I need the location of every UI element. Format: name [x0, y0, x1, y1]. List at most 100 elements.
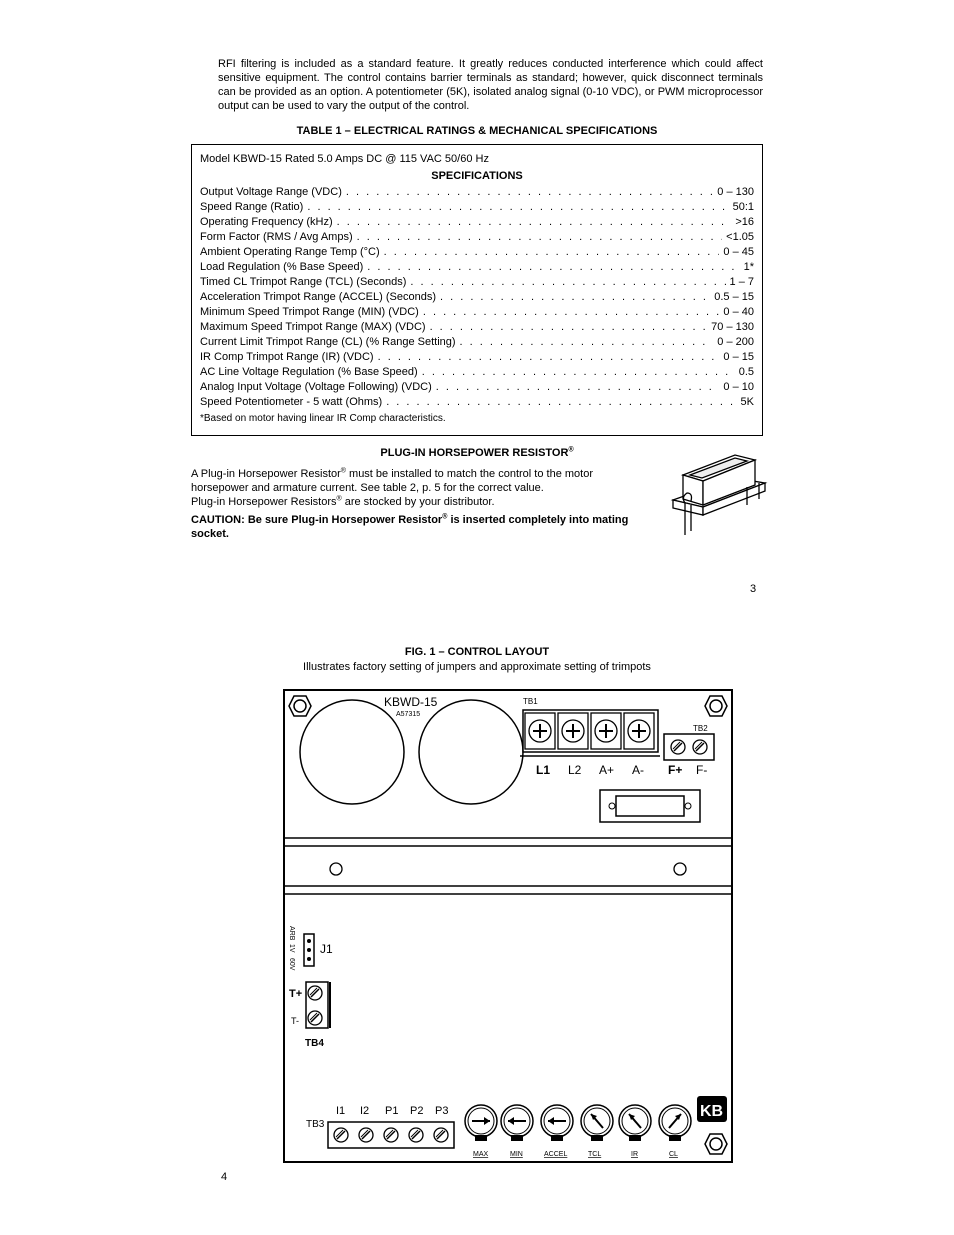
intro-paragraph: RFI filtering is included as a standard … [218, 58, 763, 112]
jumper-j1[interactable] [303, 933, 315, 967]
tb4-terminal-label: T- [291, 1016, 299, 1026]
leader-dots [384, 245, 720, 260]
spec-label: Maximum Speed Trimpot Range (MAX) (VDC) [200, 321, 426, 333]
spec-label: AC Line Voltage Regulation (% Base Speed… [200, 366, 418, 378]
leader-dots [436, 380, 720, 395]
tb1-label: TB1 [523, 697, 538, 706]
spec-row: AC Line Voltage Regulation (% Base Speed… [200, 365, 754, 380]
spec-row: Timed CL Trimpot Range (TCL) (Seconds)1 … [200, 275, 754, 290]
trimpot-label: TCL [588, 1151, 601, 1158]
specifications-box: Model KBWD-15 Rated 5.0 Amps DC @ 115 VA… [191, 144, 763, 436]
spec-row: Analog Input Voltage (Voltage Following)… [200, 380, 754, 395]
phr-body: A Plug-in Horsepower Resistor® must be i… [191, 467, 593, 508]
spec-row: Acceleration Trimpot Range (ACCEL) (Seco… [200, 290, 754, 305]
tb2-label: TB2 [693, 724, 708, 733]
trimpot-label: CL [669, 1151, 678, 1158]
trimpot-cl[interactable] [658, 1104, 692, 1142]
spec-row: Output Voltage Range (VDC) 0 – 130 [200, 185, 754, 200]
leader-dots [367, 260, 739, 275]
capacitor-right [418, 699, 524, 805]
capacitor-left [299, 699, 405, 805]
phr-title: PLUG-IN HORSEPOWER RESISTOR® [380, 446, 574, 459]
trimpot-max[interactable] [464, 1104, 498, 1142]
tb3-label: TB3 [306, 1119, 325, 1130]
tb3-terminal-label: P2 [410, 1105, 423, 1117]
trimpot-tcl[interactable] [580, 1104, 614, 1142]
spec-label: Speed Range (Ratio) [200, 201, 304, 213]
tb4-terminal-label: T+ [289, 988, 302, 1000]
spec-value: <1.05 [726, 231, 754, 243]
spec-value: 0 – 15 [723, 351, 754, 363]
heatsink-hole-left [329, 862, 343, 876]
spec-label: Ambient Operating Range Temp (°C) [200, 246, 380, 258]
spec-value: 0.5 [738, 366, 754, 378]
control-layout-diagram: KBWD-15 A57315 TB1 L1 L2 A+ A- TB2 F+ F-… [283, 689, 733, 1163]
spec-value: 5K [740, 396, 754, 408]
trimpot-label: IR [631, 1151, 638, 1158]
horsepower-resistor-illustration [670, 454, 768, 535]
tb4-label: TB4 [305, 1038, 324, 1049]
figure-subtitle: Illustrates factory setting of jumpers a… [303, 661, 651, 673]
page-number: 3 [750, 583, 757, 595]
mounting-hole-bottom-right [704, 1133, 728, 1155]
spec-row: Current Limit Trimpot Range (CL) (% Rang… [200, 335, 754, 350]
leader-dots [337, 215, 732, 230]
trimpot-min[interactable] [500, 1104, 534, 1142]
specifications-heading: SPECIFICATIONS [431, 170, 523, 182]
spec-value: 0 – 200 [717, 336, 754, 348]
board-model: KBWD-15 [384, 695, 438, 709]
spec-row: Speed Range (Ratio)50:1 [200, 200, 754, 215]
spec-label: Analog Input Voltage (Voltage Following)… [200, 381, 432, 393]
leader-dots [460, 335, 714, 350]
heatsink-hole-right [673, 862, 687, 876]
spec-row: Operating Frequency (kHz)>16 [200, 215, 754, 230]
spec-row: Form Factor (RMS / Avg Amps) <1.05 [200, 230, 754, 245]
spec-row: Ambient Operating Range Temp (°C) 0 – 45 [200, 245, 754, 260]
leader-dots [307, 200, 728, 215]
spec-value: 0.5 – 15 [714, 291, 754, 303]
trimpot-label: ACCEL [544, 1151, 567, 1158]
tb3-terminal-label: I2 [360, 1105, 369, 1117]
figure-title: FIG. 1 – CONTROL LAYOUT [404, 646, 550, 658]
spec-value: 0 – 10 [723, 381, 754, 393]
spec-label: Form Factor (RMS / Avg Amps) [200, 231, 353, 243]
leader-dots [423, 305, 720, 320]
tb3-terminal-label: P1 [385, 1105, 398, 1117]
j1-pin-label: 1V [288, 944, 295, 953]
spec-value: 1 – 7 [729, 276, 754, 288]
board-part-number: A57315 [396, 711, 420, 718]
model-rating: Model KBWD-15 Rated 5.0 Amps DC @ 115 VA… [200, 153, 489, 165]
tb1-terminal-label: L1 [536, 763, 550, 777]
spec-label: Output Voltage Range (VDC) [200, 186, 342, 198]
page-number: 4 [221, 1171, 228, 1183]
tb2-terminal-label: F+ [668, 763, 682, 777]
trimpot-label: MIN [510, 1151, 523, 1158]
leader-dots [386, 395, 736, 410]
trimpot-label: MAX [473, 1151, 489, 1158]
spec-footnote: *Based on motor having linear IR Comp ch… [200, 413, 446, 424]
leader-dots [422, 365, 735, 380]
phr-caution: CAUTION: Be sure Plug-in Horsepower Resi… [191, 513, 629, 540]
spec-value: 0 – 45 [723, 246, 754, 258]
spec-row: Maximum Speed Trimpot Range (MAX) (VDC) 7… [200, 320, 754, 335]
tb1-terminal-label: L2 [568, 763, 582, 777]
j1-pin-label: 60V [288, 958, 295, 971]
trimpot-accel[interactable] [540, 1104, 574, 1142]
horsepower-resistor-socket [599, 789, 701, 823]
spec-label: Minimum Speed Trimpot Range (MIN) (VDC) [200, 306, 419, 318]
table1-title: TABLE 1 – ELECTRICAL RATINGS & MECHANICA… [296, 125, 658, 137]
trimpot-ir[interactable] [618, 1104, 652, 1142]
mounting-hole-top-left [288, 695, 312, 717]
spec-value: 0 – 130 [717, 186, 754, 198]
spec-label: Speed Potentiometer - 5 watt (Ohms) [200, 396, 383, 408]
j1-pin-label: ARB [288, 926, 295, 941]
spec-label: Operating Frequency (kHz) [200, 216, 333, 228]
tb1-terminal-label: A+ [599, 763, 614, 777]
spec-value: 70 – 130 [711, 321, 754, 333]
leader-dots [440, 290, 710, 305]
spec-row: IR Comp Trimpot Range (IR) (VDC)0 – 15 [200, 350, 754, 365]
leader-dots [346, 185, 713, 200]
leader-dots [430, 320, 708, 335]
spec-row: Speed Potentiometer - 5 watt (Ohms) 5K [200, 395, 754, 410]
